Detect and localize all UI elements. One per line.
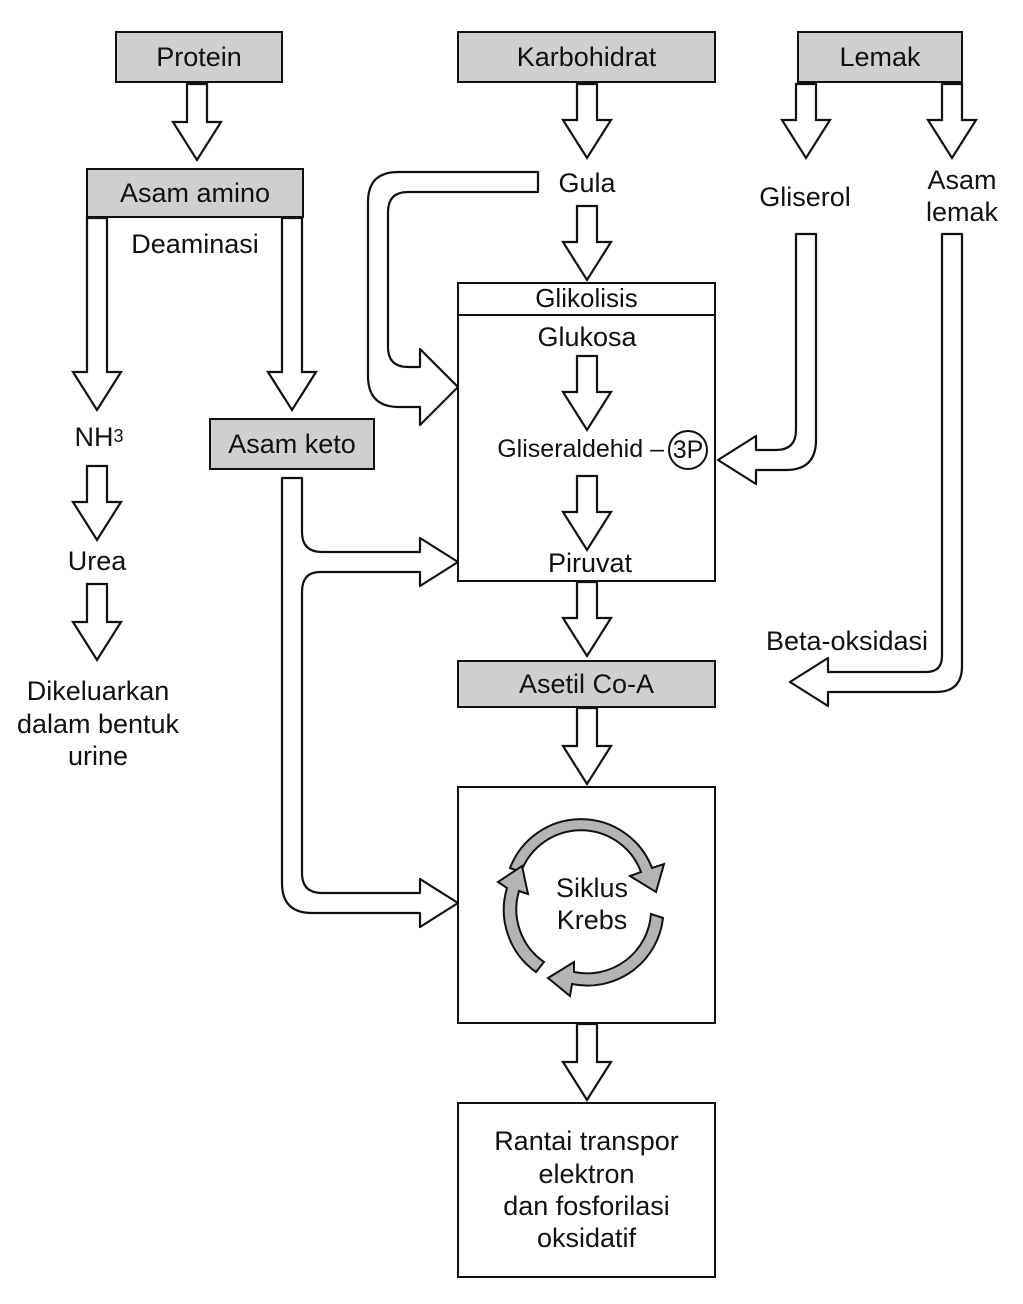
asetil-coa-box: Asetil Co-A [457, 660, 716, 708]
arrow-lemak-to-gliserol [780, 82, 832, 161]
dikeluarkan-line1: Dikeluarkan [26, 676, 170, 707]
urea-label: Urea [67, 545, 127, 576]
glukosa-label: Glukosa [537, 321, 637, 352]
protein-box: Protein [115, 31, 283, 83]
arrow-protein-to-asam-amino [171, 82, 223, 163]
krebs-cycle-ring [496, 818, 666, 998]
arrow-karbohidrat-to-gula [561, 82, 613, 161]
siklus-line2: Krebs [556, 905, 628, 935]
phosphate-circle: 3P [668, 430, 708, 470]
glikolisis-box [457, 282, 716, 582]
arrow-lemak-to-asam-lemak [926, 82, 978, 161]
asetil-coa-label: Asetil Co-A [518, 668, 655, 699]
beta-oksidasi-label: Beta-oksidasi [765, 625, 929, 656]
asam-lemak-line2: lemak [925, 197, 999, 227]
siklus-krebs-label: Siklus Krebs [532, 866, 652, 942]
asam-amino-label: Asam amino [119, 177, 271, 208]
arrow-urea-to-dikeluarkan [71, 582, 123, 663]
arrow-asam-lemak-to-asetil [788, 232, 964, 708]
lemak-label: Lemak [839, 41, 921, 72]
arrow-gliseraldehid-to-piruvat [561, 474, 613, 553]
deaminasi-label: Deaminasi [131, 228, 259, 259]
arrow-gliserol-to-gliseraldehid [716, 232, 818, 486]
siklus-line1: Siklus [555, 872, 629, 903]
asam-lemak-line1: Asam [927, 164, 997, 195]
piruvat-label: Piruvat [547, 547, 633, 578]
lemak-box: Lemak [797, 31, 963, 83]
asam-lemak-label: Asam lemak [908, 158, 1016, 234]
rantai-line2: elektron [538, 1158, 635, 1189]
arrow-glukosa-to-gliseraldehid [561, 354, 613, 433]
rantai-line1: Rantai transpor [494, 1126, 679, 1157]
nh3-base: NH [74, 421, 114, 452]
arrow-piruvat-to-asetil [561, 580, 613, 659]
rantai-line4: oksidatif [536, 1223, 637, 1254]
arrow-asam-amino-to-nh3 [71, 216, 123, 413]
glikolisis-header-divider [457, 314, 716, 316]
rantai-transpor-box: Rantai transpor elektron dan fosforilasi… [457, 1102, 716, 1278]
gliserol-label: Gliserol [759, 181, 851, 212]
asam-keto-label: Asam keto [228, 428, 356, 459]
dikeluarkan-line3: urine [67, 741, 129, 772]
gula-label: Gula [558, 167, 616, 198]
gliseraldehid-label: Gliseraldehid – [497, 435, 664, 463]
karbohidrat-box: Karbohidrat [457, 31, 716, 83]
rantai-line3: dan fosforilasi [503, 1191, 670, 1221]
glikolisis-title: Glikolisis [535, 282, 638, 313]
protein-label: Protein [156, 41, 242, 72]
phosphate-label: 3P [672, 435, 704, 464]
arrow-asam-keto-branches [280, 476, 460, 929]
arrow-asam-amino-to-asam-keto [266, 216, 318, 413]
krebs-box [457, 786, 716, 1024]
arrow-krebs-to-rantai [561, 1022, 613, 1103]
arrow-asetil-to-krebs [561, 706, 613, 787]
arrow-gula-to-glikolisis [561, 204, 613, 283]
arrow-gula-to-glikolisis-side [366, 170, 540, 427]
asam-amino-box: Asam amino [86, 168, 304, 218]
arrow-nh3-to-urea [71, 464, 123, 543]
dikeluarkan-line2: dalam bentuk [16, 708, 180, 739]
nh3-subscript: 3 [113, 426, 124, 447]
dikeluarkan-label: Dikeluarkan dalam bentuk urine [0, 668, 196, 780]
karbohidrat-label: Karbohidrat [516, 41, 657, 72]
asam-keto-box: Asam keto [209, 418, 375, 470]
